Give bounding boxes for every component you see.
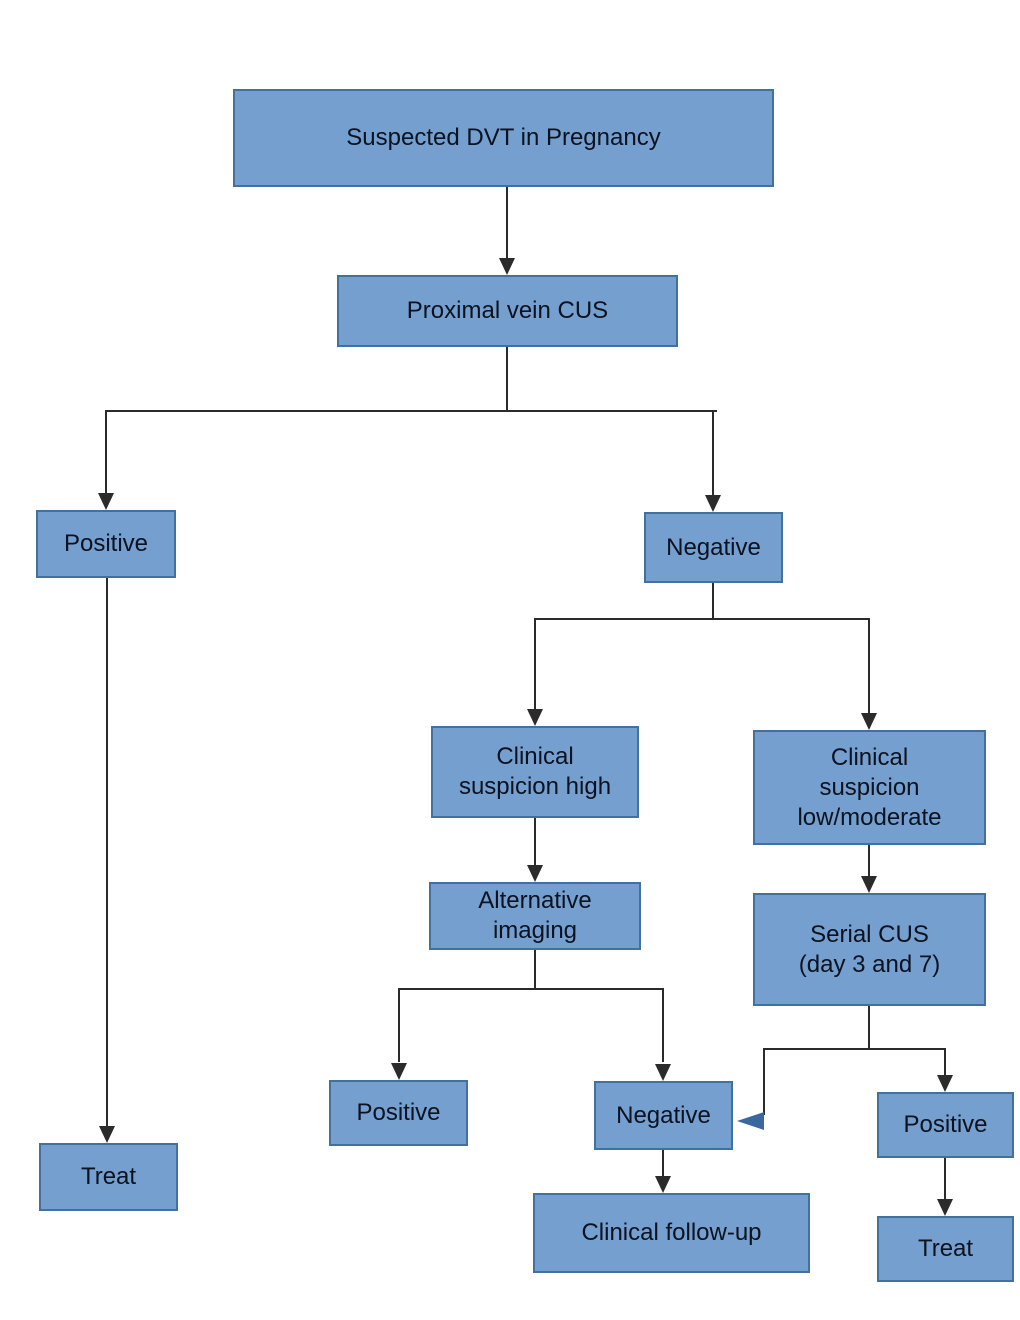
connector-to-positive-mid [398, 988, 400, 1062]
node-negative-mid: Negative [594, 1081, 733, 1150]
connector-positive-to-treat-left [106, 578, 108, 1127]
connector-serialcus-stem [868, 1006, 870, 1048]
arrowhead-down-icon [655, 1064, 671, 1081]
connector-serialcus-to-positive [944, 1048, 946, 1076]
connector-to-suspicion-high [534, 618, 536, 710]
node-positive-mid: Positive [329, 1080, 468, 1146]
arrowhead-down-icon [705, 495, 721, 512]
connector-altimaging-stem [534, 950, 536, 988]
connector-proximal-stem [506, 347, 508, 410]
node-positive-left: Positive [36, 510, 176, 578]
arrowhead-down-icon [937, 1075, 953, 1092]
node-clinical-suspicion-high: Clinical suspicion high [431, 726, 639, 818]
connector-high-to-altimaging [534, 818, 536, 866]
connector-to-negative-main [712, 410, 714, 496]
connector-altimaging-branch [398, 988, 664, 990]
connector-positive-to-treat-right [944, 1158, 946, 1200]
blue-arrowhead-left-icon [737, 1112, 764, 1130]
arrowhead-down-icon [499, 258, 515, 275]
arrowhead-down-icon [861, 876, 877, 893]
arrowhead-down-icon [861, 713, 877, 730]
connector-suspected-to-proximal [506, 187, 508, 259]
node-alternative-imaging: Alternative imaging [429, 882, 641, 950]
node-treat-right: Treat [877, 1216, 1014, 1282]
arrowhead-down-icon [527, 709, 543, 726]
connector-low-to-serialcus [868, 845, 870, 877]
connector-negative-branch [534, 618, 870, 620]
arrowhead-down-icon [98, 493, 114, 510]
arrowhead-down-icon [99, 1126, 115, 1143]
connector-to-suspicion-low [868, 618, 870, 714]
connector-negmid-to-followup [662, 1150, 664, 1177]
arrowhead-down-icon [937, 1199, 953, 1216]
node-negative-main: Negative [644, 512, 783, 583]
node-clinical-suspicion-low-moderate: Clinical suspicion low/moderate [753, 730, 986, 845]
node-clinical-followup: Clinical follow-up [533, 1193, 810, 1273]
connector-proximal-branch [105, 410, 717, 412]
arrowhead-down-icon [527, 865, 543, 882]
arrowhead-down-icon [655, 1176, 671, 1193]
connector-negative-stem [712, 583, 714, 618]
connector-to-negative-mid [662, 988, 664, 1062]
node-treat-left: Treat [39, 1143, 178, 1211]
node-serial-cus: Serial CUS (day 3 and 7) [753, 893, 986, 1006]
connector-serialcus-to-negative [763, 1048, 765, 1115]
connector-to-positive-left [105, 410, 107, 494]
node-positive-right: Positive [877, 1092, 1014, 1158]
node-suspected-dvt: Suspected DVT in Pregnancy [233, 89, 774, 187]
connector-serialcus-branch [763, 1048, 945, 1050]
node-proximal-vein-cus: Proximal vein CUS [337, 275, 678, 347]
arrowhead-down-icon [391, 1063, 407, 1080]
